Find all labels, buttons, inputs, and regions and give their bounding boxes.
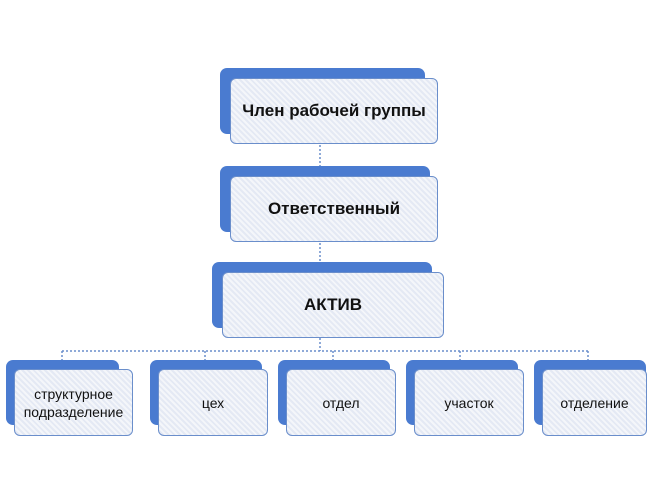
- child-label: цех: [158, 369, 268, 436]
- responsible-label: Ответственный: [230, 176, 438, 242]
- child-label: структурное подразделение: [14, 369, 133, 436]
- child-label: отдел: [286, 369, 396, 436]
- member-label: Член рабочей группы: [230, 78, 438, 144]
- child-label: участок: [414, 369, 524, 436]
- asset-label: АКТИВ: [222, 272, 444, 338]
- child-label: отделение: [542, 369, 647, 436]
